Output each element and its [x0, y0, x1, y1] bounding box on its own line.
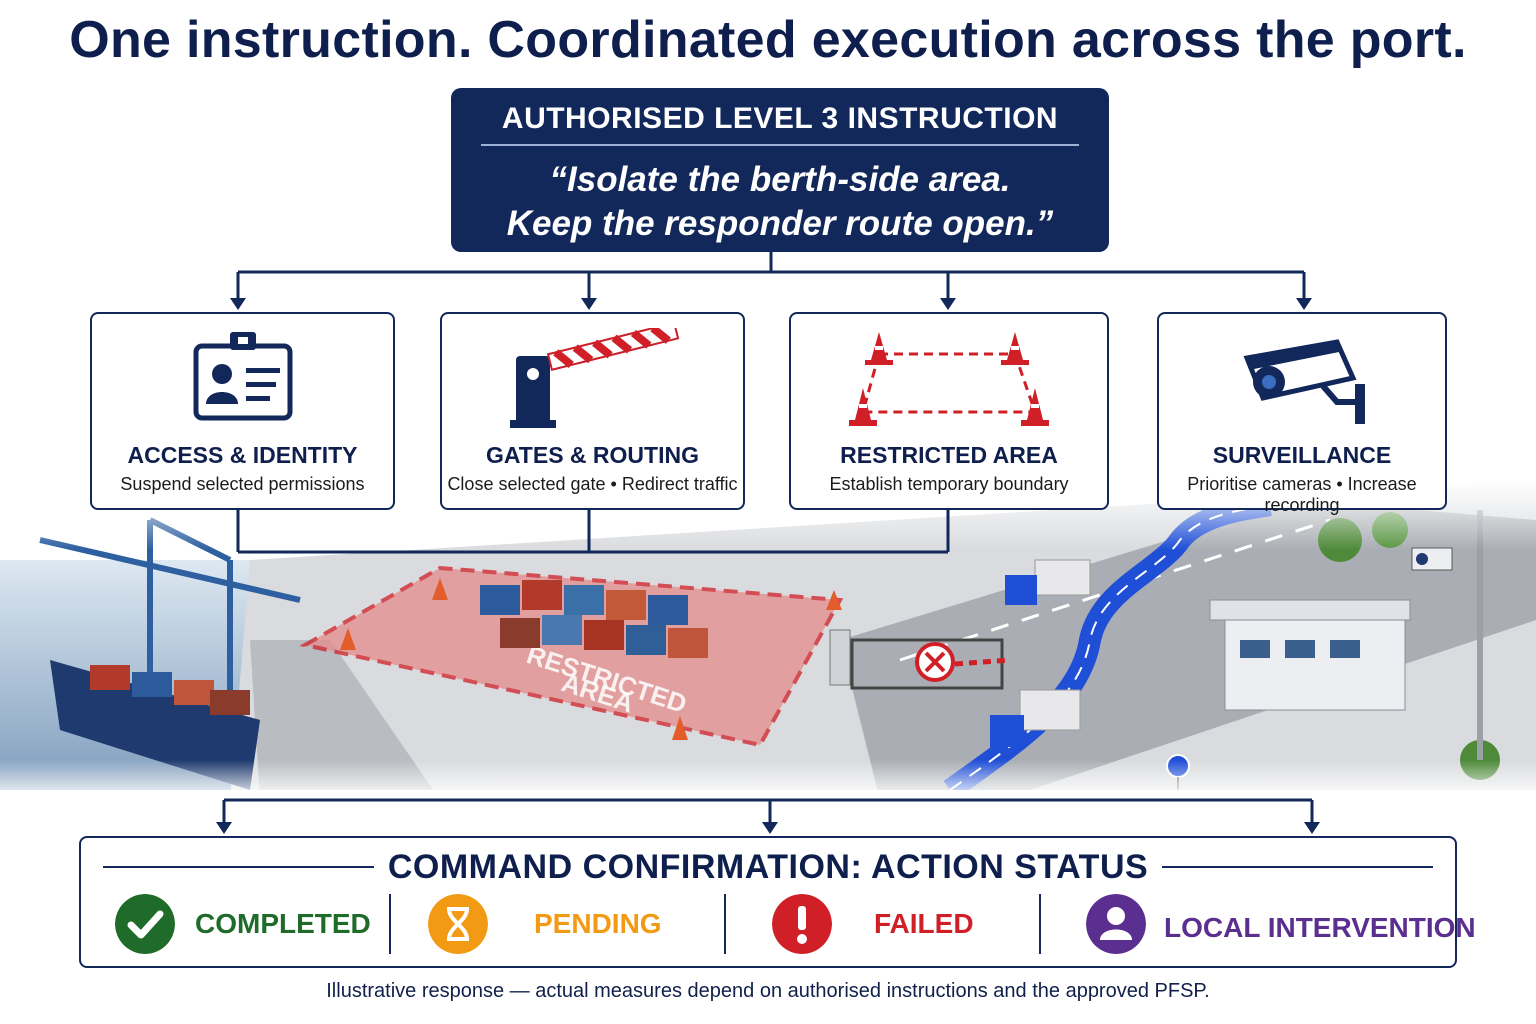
page-headline: One instruction. Coordinated execution a…: [69, 11, 1467, 69]
card-title: ACCESS & IDENTITY: [127, 442, 358, 468]
status-label: LOCAL INTERVENTION: [1164, 912, 1476, 943]
traffic-cones-icon: [849, 332, 1049, 426]
card-subtitle: Establish temporary boundary: [829, 474, 1069, 494]
status-separator: [389, 894, 391, 954]
status-separator: [724, 894, 726, 954]
status-heading: COMMAND CONFIRMATION: ACTION STATUS: [81, 848, 1455, 887]
card-gates-routing: GATES & ROUTING Close selected gate • Re…: [440, 312, 745, 510]
card-surveillance: SURVEILLANCE Prioritise cameras • Increa…: [1157, 312, 1447, 515]
cone: [340, 578, 842, 740]
exclamation-icon: [772, 894, 832, 954]
security-building: [1209, 599, 1411, 711]
card-title: SURVEILLANCE: [1212, 442, 1392, 468]
action-status-panel: COMMAND CONFIRMATION: ACTION STATUS COMP…: [79, 836, 1476, 968]
instruction-divider: [481, 144, 1079, 146]
container-ship: [50, 660, 260, 790]
card-title: GATES & ROUTING: [486, 442, 699, 468]
truck-upper: [1005, 559, 1091, 605]
barrier-gate-icon: [509, 328, 679, 428]
instruction-quote-line-2: Keep the responder route open.”: [506, 204, 1054, 243]
restricted-zone: [299, 565, 844, 748]
container-stack: [480, 580, 708, 658]
instruction-label: AUTHORISED LEVEL 3 INSTRUCTION: [501, 102, 1059, 135]
status-separator: [1039, 894, 1041, 954]
check-icon: [115, 894, 175, 954]
status-label: COMPLETED: [195, 908, 371, 939]
person-icon: [1086, 894, 1146, 954]
card-title: RESTRICTED AREA: [840, 442, 1058, 468]
cctv-camera-icon: [1243, 339, 1365, 424]
instruction-quote-line-1: “Isolate the berth-side area.: [549, 160, 1011, 199]
closed-gate: [829, 629, 1011, 690]
card-subtitle: Close selected gate • Redirect traffic: [447, 474, 738, 494]
cctv-pole: [1411, 510, 1483, 760]
footnote: Illustrative response — actual measures …: [326, 980, 1210, 1002]
card-subtitle: Prioritise cameras • Increase recording: [1187, 474, 1417, 515]
truck-lower: [990, 689, 1081, 747]
instruction-quote: “Isolate the berth-side area. Keep the r…: [451, 158, 1109, 246]
card-access-identity: ACCESS & IDENTITY Suspend selected permi…: [90, 312, 395, 510]
instruction-box: AUTHORISED LEVEL 3 INSTRUCTION “Isolate …: [451, 88, 1109, 252]
status-label: FAILED: [874, 908, 974, 939]
status-label: PENDING: [534, 908, 662, 939]
card-subtitle: Suspend selected permissions: [120, 474, 365, 494]
status-heading-text: COMMAND CONFIRMATION: ACTION STATUS: [373, 848, 1163, 886]
card-restricted-area: RESTRICTED AREA Establish temporary boun…: [789, 312, 1109, 510]
id-badge-icon: [193, 332, 292, 421]
hourglass-icon: [428, 894, 488, 954]
